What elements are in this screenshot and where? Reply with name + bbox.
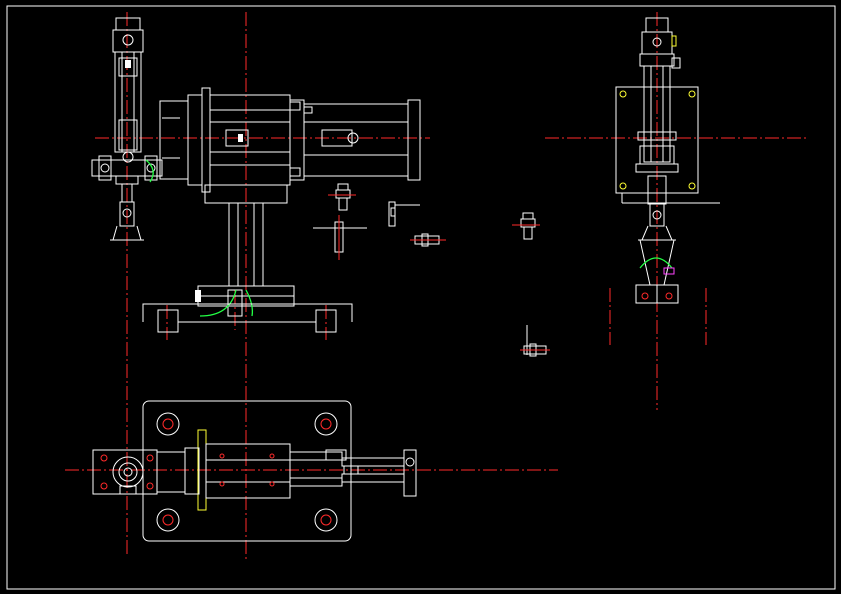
side-view <box>615 17 720 304</box>
detail-parts <box>313 183 550 357</box>
top-view <box>92 400 417 542</box>
center-lines <box>65 12 808 560</box>
front-view <box>91 17 421 333</box>
sheet-border <box>6 5 836 590</box>
